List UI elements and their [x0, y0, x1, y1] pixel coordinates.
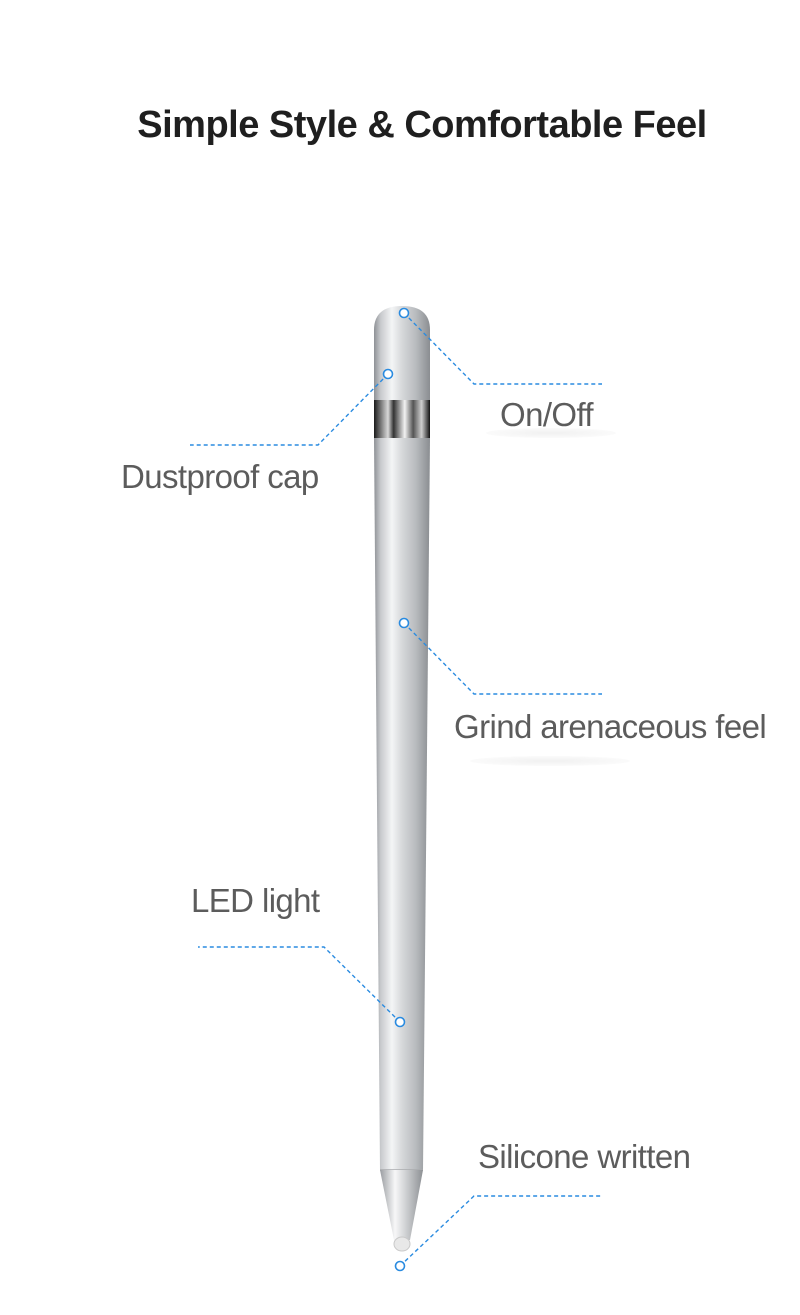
page-title: Simple Style & Comfortable Feel: [137, 104, 707, 146]
pen-barrel: [374, 438, 430, 1170]
leader-led: [198, 946, 401, 1023]
label-shadow: [486, 428, 616, 438]
callout-dots: [382, 307, 410, 1272]
dot-grind: [398, 617, 410, 629]
silicone-nib: [393, 1236, 411, 1252]
leader-on-off: [403, 312, 602, 385]
pen-tip: [380, 1170, 423, 1240]
dot-led: [394, 1016, 406, 1028]
pen-dustproof-ring: [374, 400, 430, 438]
callout-label-led: LED light: [191, 882, 320, 919]
callout-label-grind: Grind arenaceous feel: [454, 708, 767, 745]
callout-label-dustproof-cap: Dustproof cap: [121, 458, 319, 495]
leader-dustproof-cap: [190, 373, 389, 446]
leader-silicone: [399, 1195, 602, 1267]
leader-grind: [403, 622, 602, 695]
callout-leaders: [190, 312, 602, 1267]
pen-cap-top: [374, 306, 430, 400]
dot-dustproof-cap: [382, 368, 394, 380]
dot-on-off: [398, 307, 410, 319]
callout-label-on-off: On/Off: [500, 396, 594, 433]
label-shadow: [470, 756, 630, 766]
dot-silicone: [394, 1260, 406, 1272]
callout-label-silicone: Silicone written: [478, 1138, 691, 1175]
